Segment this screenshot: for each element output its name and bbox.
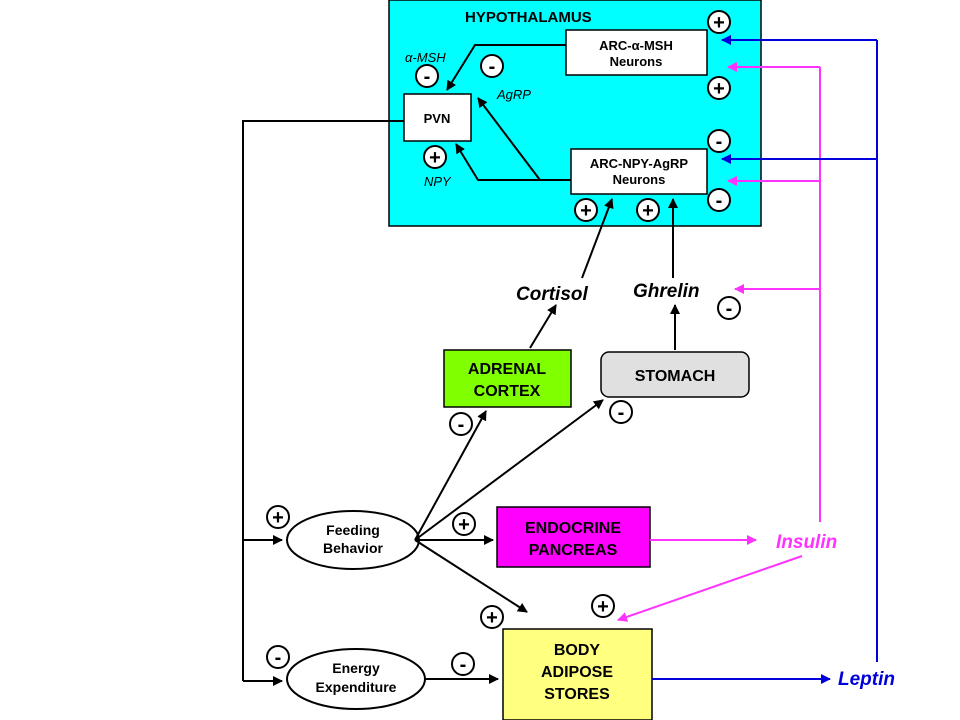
plus-sign-msh-top: + (707, 10, 731, 34)
cortisol-label: Cortisol (516, 284, 589, 305)
arc-msh-label-line1: ARC-α-MSH (599, 38, 673, 53)
body-adipose-stores-box (502, 628, 653, 720)
minus-sign-adrenal: - (449, 412, 473, 436)
plus-sign-adipose-insulin: + (591, 594, 615, 618)
insulin-label: Insulin (776, 532, 837, 553)
stomach-box (600, 351, 750, 398)
minus-sign-npy-insulin: - (707, 188, 731, 212)
hypothalamus-title: HYPOTHALAMUS (465, 9, 592, 26)
agrp-to-pvn-arrow (477, 97, 541, 181)
energy-label-line2: Expenditure (316, 679, 397, 695)
ghrelin-label: Ghrelin (633, 281, 700, 302)
plus-sign-msh-bottom: + (707, 76, 731, 100)
plus-sign-cortisol: + (574, 198, 598, 222)
svg-text:-: - (716, 190, 723, 212)
adipose-label-line2: ADIPOSE (541, 664, 613, 681)
svg-text:+: + (713, 78, 725, 100)
svg-text:-: - (618, 402, 625, 424)
minus-sign-agrp: - (480, 54, 504, 78)
feeding-label-line2: Behavior (323, 540, 383, 556)
adipose-label-line1: BODY (554, 642, 601, 659)
stomach-label: STOMACH (635, 368, 716, 385)
pvn-output-line (242, 120, 404, 681)
svg-text:+: + (713, 12, 725, 34)
feeding-to-adipose-arrow (414, 539, 528, 613)
adrenal-label-line1: ADRENAL (468, 361, 546, 378)
adrenal-label-line2: CORTEX (474, 383, 541, 400)
msh-label: α-MSH (405, 50, 446, 65)
arc-npy-label-line2: Neurons (613, 172, 666, 187)
insulin-to-adipose-arrow (617, 555, 803, 622)
feeding-to-stomach-arrow (414, 399, 604, 541)
arc-npy-neurons-box (570, 148, 708, 195)
svg-text:-: - (460, 654, 467, 676)
plus-sign-pancreas: + (452, 512, 476, 536)
svg-text:+: + (486, 607, 498, 629)
svg-text:+: + (642, 200, 654, 222)
plus-sign-feeding: + (266, 505, 290, 529)
plus-sign-npy: + (423, 145, 447, 169)
svg-text:+: + (458, 514, 470, 536)
arc-npy-label-line1: ARC-NPY-AgRP (590, 156, 689, 171)
svg-text:-: - (424, 66, 431, 88)
feeding-label-line1: Feeding (326, 522, 380, 538)
plus-sign-adipose-feeding: + (480, 605, 504, 629)
minus-sign-ghrelin-insulin: - (717, 296, 741, 320)
svg-text:-: - (726, 298, 733, 320)
cortisol-to-npy-arrow (581, 198, 614, 279)
adrenal-cortex-box (443, 349, 572, 408)
pvn-box (403, 93, 472, 142)
pvn-label: PVN (424, 111, 451, 126)
endocrine-pancreas-box (496, 506, 651, 568)
svg-text:-: - (489, 56, 496, 78)
plus-sign-ghrelin: + (636, 198, 660, 222)
arc-msh-neurons-box (565, 29, 708, 76)
energy-label-line1: Energy (332, 660, 380, 676)
svg-text:-: - (716, 131, 723, 153)
minus-sign-energy-adipose: - (451, 652, 475, 676)
minus-sign-stomach: - (609, 400, 633, 424)
arc-msh-label-line2: Neurons (610, 54, 663, 69)
svg-text:+: + (597, 596, 609, 618)
svg-text:+: + (429, 147, 441, 169)
svg-text:+: + (272, 507, 284, 529)
npy-to-pvn-arrow (455, 143, 571, 181)
svg-text:+: + (580, 200, 592, 222)
leptin-label: Leptin (838, 669, 895, 690)
pancreas-label-line1: ENDOCRINE (525, 520, 621, 537)
adrenal-to-cortisol-arrow (529, 304, 557, 349)
minus-sign-msh-pvn: - (415, 64, 439, 88)
minus-sign-energy: - (266, 645, 290, 669)
adipose-label-line3: STORES (544, 686, 610, 703)
svg-text:-: - (275, 647, 282, 669)
pancreas-label-line2: PANCREAS (529, 542, 618, 559)
feeding-to-adrenal-arrow (414, 410, 487, 541)
agrp-label: AgRP (496, 87, 531, 102)
minus-sign-npy-leptin: - (707, 129, 731, 153)
msh-to-pvn-arrow (446, 44, 566, 91)
npy-label: NPY (424, 174, 452, 189)
svg-text:-: - (458, 414, 465, 436)
